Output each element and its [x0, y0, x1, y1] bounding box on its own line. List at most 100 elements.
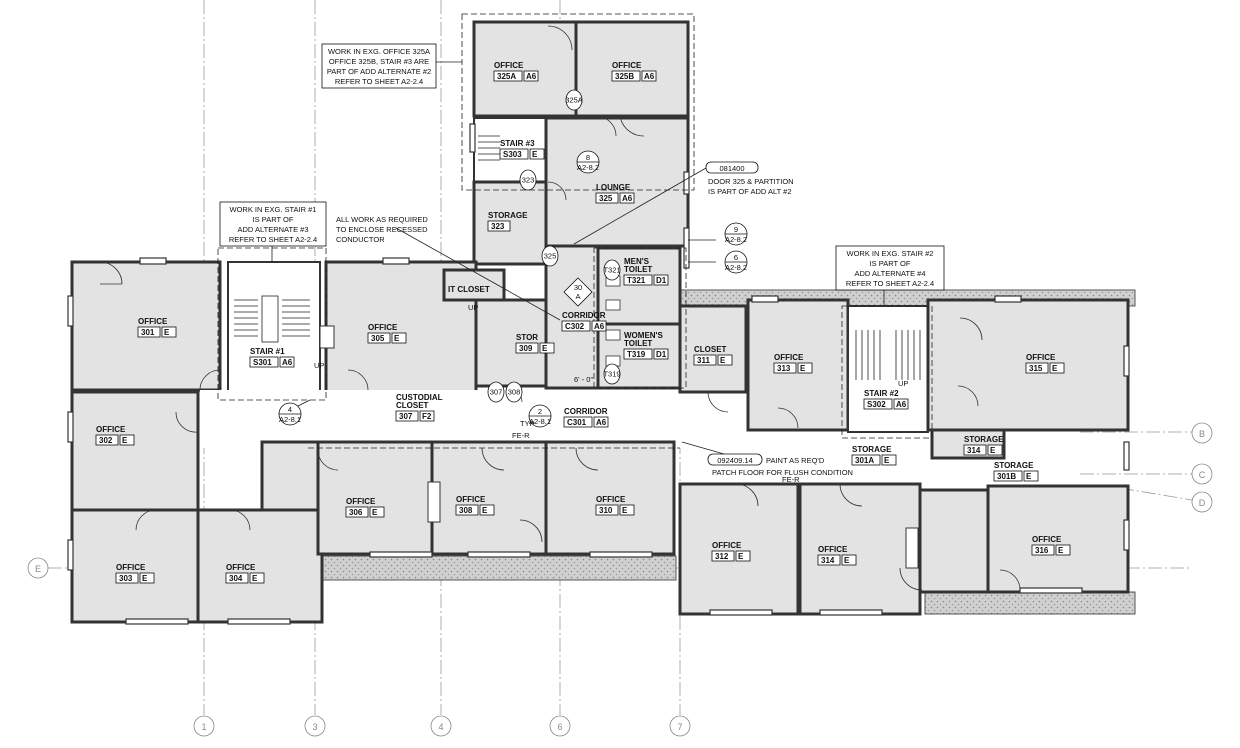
- room-number-box: [95, 434, 119, 446]
- room-number: 312: [715, 552, 729, 561]
- svg-text:ADD ALTERNATE #3: ADD ALTERNATE #3: [238, 225, 309, 234]
- finish-code-box: [249, 572, 265, 584]
- room-number-box: [561, 320, 591, 332]
- room-name: TOILET: [624, 339, 652, 348]
- room-number: 325A: [497, 72, 516, 81]
- room-303: [70, 508, 200, 624]
- room-name: OFFICE: [368, 323, 398, 332]
- room-number: T319: [627, 350, 646, 359]
- grid-bubble-3: 3: [304, 715, 326, 737]
- room-name: STAIR #2: [864, 389, 899, 398]
- svg-text:T321: T321: [603, 266, 620, 275]
- finish-code: A6: [282, 358, 293, 367]
- finish-code-box: [539, 342, 555, 354]
- room-number-box: [137, 326, 161, 338]
- room-number: S303: [503, 150, 522, 159]
- svg-text:307: 307: [490, 388, 503, 397]
- grid-bubble-E: E: [27, 557, 49, 579]
- finish-code-box: [797, 362, 813, 374]
- room-number: 325B: [615, 72, 634, 81]
- up-label-2: UP: [468, 303, 478, 312]
- room-number: 301: [141, 328, 155, 337]
- rooms-layer: [70, 20, 1130, 624]
- finish-code-box: [619, 192, 635, 204]
- room-number: 314: [821, 556, 835, 565]
- room-number-box: [863, 398, 893, 410]
- room-number: S302: [867, 400, 886, 409]
- finish-code: E: [542, 344, 548, 353]
- svg-text:4: 4: [438, 722, 443, 732]
- svg-text:DOOR 325 & PARTITION: DOOR 325 & PARTITION: [708, 177, 794, 186]
- svg-text:A: A: [575, 292, 580, 301]
- room-name: OFFICE: [346, 497, 376, 506]
- room-mech: [918, 488, 990, 594]
- svg-text:9: 9: [734, 225, 738, 234]
- room-s302: [847, 305, 929, 433]
- room-number-box: [623, 348, 653, 360]
- fe-label-2: FE-R: [782, 475, 800, 484]
- it-closet-label: IT CLOSET: [448, 285, 490, 294]
- room-name: OFFICE: [96, 425, 126, 434]
- room-name: OFFICE: [774, 353, 804, 362]
- room-name: CORRIDOR: [562, 311, 606, 320]
- door-tag: 325: [541, 245, 559, 267]
- room-number-box: [817, 554, 841, 566]
- room-name: OFFICE: [818, 545, 848, 554]
- svg-text:7: 7: [677, 722, 682, 732]
- typ-label: TYP: [520, 419, 535, 428]
- room-number: C302: [565, 322, 585, 331]
- grid-bubble-6: 6: [549, 715, 571, 737]
- room-name: STORAGE: [852, 445, 892, 454]
- room-number: 306: [349, 508, 363, 517]
- section-ref-bubble: 8A2-8.2: [576, 150, 600, 174]
- svg-text:4: 4: [288, 405, 292, 414]
- finish-code: E: [720, 356, 726, 365]
- room-number: 305: [371, 334, 385, 343]
- room-name: OFFICE: [1032, 535, 1062, 544]
- grid-bubble-D: D: [1191, 491, 1213, 513]
- finish-code-box: [479, 504, 495, 516]
- finish-code-box: [881, 454, 897, 466]
- room-number-box: [225, 572, 249, 584]
- finish-code: A6: [526, 72, 537, 81]
- room-number: 304: [229, 574, 243, 583]
- room-name: OFFICE: [1026, 353, 1056, 362]
- finish-code: E: [1058, 546, 1064, 555]
- room-name: LOUNGE: [596, 183, 631, 192]
- svg-text:081400: 081400: [719, 164, 744, 173]
- room-number: 302: [99, 436, 113, 445]
- room-name: OFFICE: [596, 495, 626, 504]
- room-name: STORAGE: [964, 435, 1004, 444]
- finish-code-box: [279, 356, 295, 368]
- toilet-fixture: [605, 299, 621, 311]
- room-number: 301B: [997, 472, 1016, 481]
- svg-text:30: 30: [574, 283, 582, 292]
- room-number: 307: [399, 412, 413, 421]
- finish-code-box: [119, 434, 135, 446]
- svg-text:325: 325: [544, 252, 557, 261]
- finish-code-box: [591, 320, 607, 332]
- room-number: 311: [697, 356, 710, 365]
- room-number-box: [515, 342, 539, 354]
- room-name: CLOSET: [396, 401, 429, 410]
